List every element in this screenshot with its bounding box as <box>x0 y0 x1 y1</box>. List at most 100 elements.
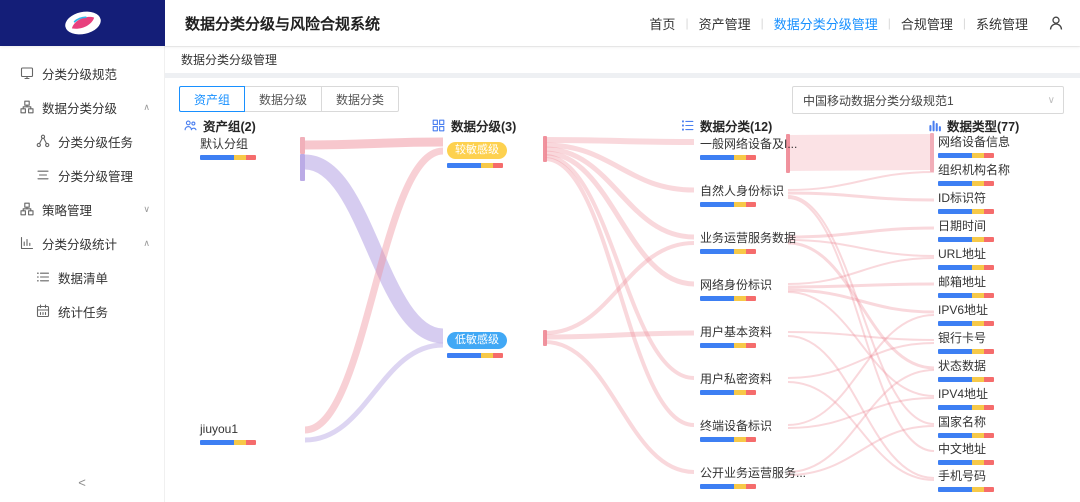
sidebar-item-stats-task[interactable]: 统计任务 <box>0 294 164 328</box>
tab-asset-group[interactable]: 资产组 <box>179 86 245 112</box>
sankey-node-c2[interactable]: 自然人身份标识 <box>700 184 784 207</box>
sankey-node-label: 公开业务运营服务... <box>700 466 806 480</box>
node-distribution-bar <box>447 353 503 358</box>
sidebar-item-data-classification[interactable]: 数据分类分级 ∧ <box>0 90 164 124</box>
sankey-node-t7[interactable]: IPV6地址 <box>938 303 994 326</box>
sankey-node-t13[interactable]: 手机号码 <box>938 469 994 492</box>
node-distribution-bar <box>700 484 756 489</box>
sidebar-item-classification-spec[interactable]: 分类分级规范 <box>0 56 164 90</box>
chevron-up-icon: ∧ <box>143 238 150 249</box>
user-icon[interactable] <box>1048 15 1064 31</box>
node-distribution-bar <box>700 390 756 395</box>
sankey-node-t6[interactable]: 邮箱地址 <box>938 275 994 298</box>
nav-item-asset-management[interactable]: 资产管理 <box>689 14 761 33</box>
node-distribution-bar <box>938 460 994 465</box>
sankey-node-c3[interactable]: 业务运营服务数据 <box>700 231 796 254</box>
spec-icon <box>20 66 34 80</box>
sankey-node-label: 终端设备标识 <box>700 419 772 433</box>
node-distribution-bar <box>938 237 994 242</box>
sankey-node-label: 网络设备信息 <box>938 135 1010 149</box>
sankey-node-l1[interactable]: 较敏感级 <box>447 140 507 168</box>
task-tree-icon <box>36 134 50 148</box>
nav-item-home[interactable]: 首页 <box>639 14 685 33</box>
sankey-node-label: 业务运营服务数据 <box>700 231 796 245</box>
node-distribution-bar <box>938 321 994 326</box>
sankey-node-g2[interactable]: jiuyou1 <box>200 422 256 445</box>
sidebar-collapse-button[interactable]: < <box>0 469 164 496</box>
sidebar: 分类分级规范 数据分类分级 ∧ 分类分级任务 分类分级管理 策略管理 ∨ 分类分… <box>0 46 165 502</box>
sankey-node-c4[interactable]: 网络身份标识 <box>700 278 772 301</box>
node-distribution-bar <box>938 377 994 382</box>
node-distribution-bar <box>938 209 994 214</box>
sankey-node-t4[interactable]: 日期时间 <box>938 219 994 242</box>
sankey-node-label: 网络身份标识 <box>700 278 772 292</box>
sankey-node-label: 组织机构名称 <box>938 163 1010 177</box>
node-distribution-bar <box>447 163 503 168</box>
nav-item-data-classification[interactable]: 数据分类分级管理 <box>764 14 888 33</box>
sankey-node-c5[interactable]: 用户基本资料 <box>700 325 772 348</box>
node-distribution-bar <box>938 265 994 270</box>
sankey-node-label: 国家名称 <box>938 415 994 429</box>
sankey-node-c6[interactable]: 用户私密资料 <box>700 372 772 395</box>
brand-logo[interactable] <box>0 0 165 46</box>
nav-item-system[interactable]: 系统管理 <box>966 14 1038 33</box>
sidebar-item-classification-stats[interactable]: 分类分级统计 ∧ <box>0 226 164 260</box>
sankey-node-label: IPV4地址 <box>938 387 994 401</box>
strategy-icon <box>20 202 34 216</box>
sankey-node-label: 用户基本资料 <box>700 325 772 339</box>
calendar-chart-icon <box>36 304 50 318</box>
sankey-node-t5[interactable]: URL地址 <box>938 247 994 270</box>
tab-data-grade[interactable]: 数据分级 <box>244 86 322 112</box>
sankey-node-label: 一般网络设备及I... <box>700 137 797 151</box>
sankey-node-label: 银行卡号 <box>938 331 994 345</box>
node-distribution-bar <box>938 153 994 158</box>
sankey-node-t2[interactable]: 组织机构名称 <box>938 163 1010 186</box>
sankey-node-c1[interactable]: 一般网络设备及I... <box>700 137 797 160</box>
node-distribution-bar <box>700 155 756 160</box>
chevron-down-icon: ∨ <box>1048 95 1055 106</box>
sankey-node-t1[interactable]: 网络设备信息 <box>938 135 1010 158</box>
sankey-node-c7[interactable]: 终端设备标识 <box>700 419 772 442</box>
node-distribution-bar <box>200 440 256 445</box>
sankey-node-g1[interactable]: 默认分组 <box>200 137 256 160</box>
node-distribution-bar <box>700 437 756 442</box>
view-tabs: 资产组 数据分级 数据分类 <box>179 86 399 112</box>
classify-icon <box>20 100 34 114</box>
stats-icon <box>20 236 34 250</box>
sidebar-item-label: 统计任务 <box>58 302 108 321</box>
sankey-node-label: 用户私密资料 <box>700 372 772 386</box>
sankey-node-t12[interactable]: 中文地址 <box>938 442 994 465</box>
node-distribution-bar <box>938 405 994 410</box>
sidebar-item-data-list[interactable]: 数据清单 <box>0 260 164 294</box>
sankey-node-t3[interactable]: ID标识符 <box>938 191 994 214</box>
sankey-node-label: URL地址 <box>938 247 994 261</box>
chevron-up-icon: ∧ <box>143 102 150 113</box>
spec-select[interactable]: 中国移动数据分类分级规范1 ∨ <box>792 86 1064 114</box>
spec-select-value: 中国移动数据分类分级规范1 <box>803 92 954 109</box>
node-distribution-bar <box>938 433 994 438</box>
node-distribution-bar <box>700 249 756 254</box>
sidebar-item-classification-task[interactable]: 分类分级任务 <box>0 124 164 158</box>
sankey-node-t9[interactable]: 状态数据 <box>938 359 994 382</box>
node-distribution-bar <box>700 296 756 301</box>
sankey-node-c8[interactable]: 公开业务运营服务... <box>700 466 806 489</box>
sidebar-item-label: 数据清单 <box>58 268 108 287</box>
sankey-node-t10[interactable]: IPV4地址 <box>938 387 994 410</box>
tab-data-category[interactable]: 数据分类 <box>321 86 399 112</box>
sankey-node-t11[interactable]: 国家名称 <box>938 415 994 438</box>
top-nav: 首页 | 资产管理 | 数据分类分级管理 | 合规管理 | 系统管理 <box>639 14 1080 33</box>
sankey-node-label: 默认分组 <box>200 137 256 151</box>
sankey-node-label: 邮箱地址 <box>938 275 994 289</box>
sankey-node-t8[interactable]: 银行卡号 <box>938 331 994 354</box>
sidebar-item-strategy-manage[interactable]: 策略管理 ∨ <box>0 192 164 226</box>
nav-item-compliance[interactable]: 合规管理 <box>891 14 963 33</box>
page-title: 数据分类分级与风险合规系统 <box>185 13 380 34</box>
node-distribution-bar <box>700 343 756 348</box>
logo-icon <box>62 9 104 37</box>
node-distribution-bar <box>938 293 994 298</box>
sidebar-item-classification-manage[interactable]: 分类分级管理 <box>0 158 164 192</box>
sankey-node-l2[interactable]: 低敏感级 <box>447 330 507 358</box>
sensitivity-badge: 较敏感级 <box>447 142 507 159</box>
sankey-node-label: 日期时间 <box>938 219 994 233</box>
node-distribution-bar <box>200 155 256 160</box>
